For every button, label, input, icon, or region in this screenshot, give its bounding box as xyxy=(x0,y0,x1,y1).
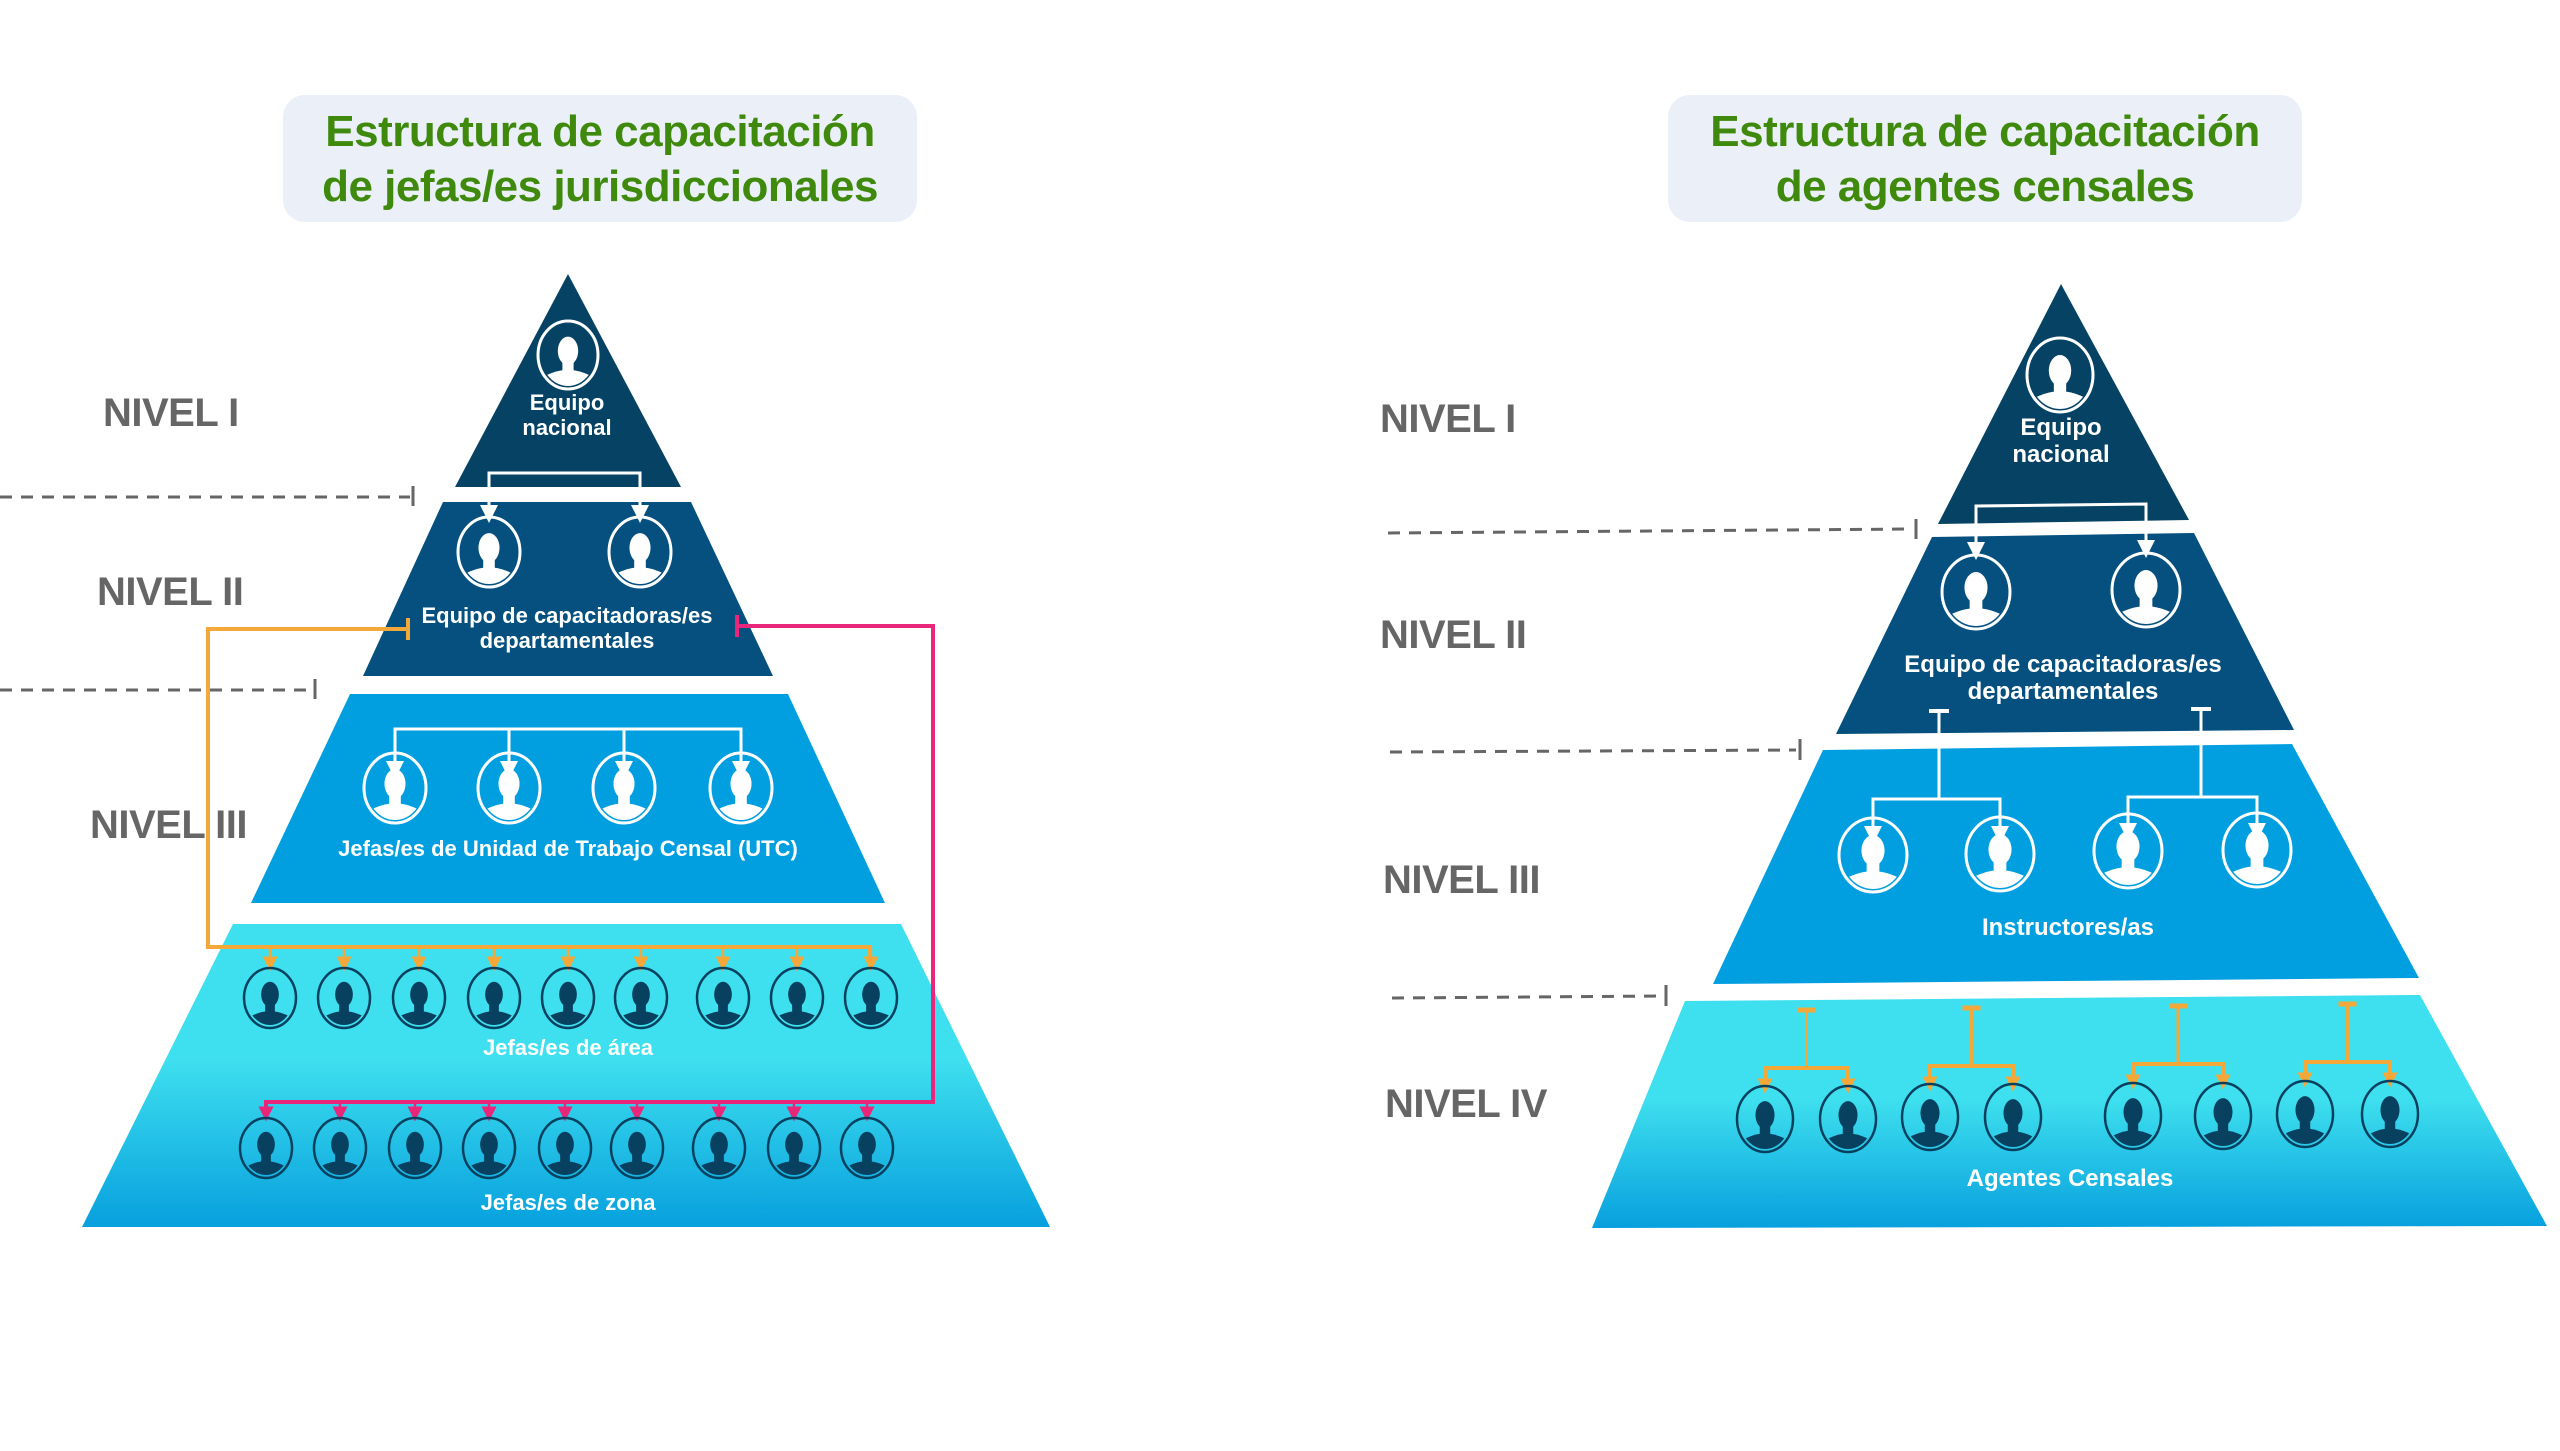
left-zona-person-icon xyxy=(839,1116,895,1180)
left-area-person-icon xyxy=(695,966,751,1030)
right-tier3-label: Instructores/as xyxy=(1982,914,2154,941)
left-title-line2: de jefas/es jurisdiccionales xyxy=(322,161,878,211)
left-area-person-icon xyxy=(316,966,372,1030)
left-level-1: NIVEL I xyxy=(103,391,239,435)
left-title-line1: Estructura de capacitación xyxy=(325,106,875,156)
right-pyramid xyxy=(1592,284,2547,1228)
right-agent-person-icon xyxy=(1818,1084,1878,1154)
left-zona-person-icon xyxy=(238,1116,294,1180)
left-tier4 xyxy=(82,924,1050,1227)
left-tier2-label-line1: Equipo de capacitadoras/es xyxy=(422,603,713,628)
left-tier2-label-line2: departamentales xyxy=(480,628,655,653)
left-tier2-person-icon xyxy=(607,515,673,589)
left-tier3-person-icon xyxy=(591,751,657,825)
left-tier2-person-icon xyxy=(456,515,522,589)
left-tier3-person-icon xyxy=(708,751,774,825)
left-tier1-person-icon xyxy=(536,319,600,391)
left-tier3-label: Jefas/es de Unidad de Trabajo Censal (UT… xyxy=(338,836,798,861)
right-persons xyxy=(1735,336,2420,1154)
right-level-2: NIVEL II xyxy=(1380,613,1526,657)
left-tier1-label-line1: Equipo xyxy=(530,390,605,415)
right-tier2-label-line2: departamentales xyxy=(1968,678,2159,705)
right-level-3: NIVEL III xyxy=(1383,858,1540,902)
left-zona-person-icon xyxy=(609,1116,665,1180)
right-tier3-person-icon xyxy=(2221,811,2293,889)
right-agent-person-icon xyxy=(2275,1079,2335,1149)
left-title-box: Estructura de capacitación de jefas/es j… xyxy=(283,95,917,222)
right-tier4 xyxy=(1592,995,2547,1228)
left-zona-person-icon xyxy=(691,1116,747,1180)
left-tier3 xyxy=(251,694,885,903)
left-area-person-icon xyxy=(540,966,596,1030)
left-area-person-icon xyxy=(242,966,298,1030)
right-tier1-person-icon xyxy=(2025,336,2095,414)
right-tier2-person-icon xyxy=(2110,551,2182,629)
right-tier3 xyxy=(1713,744,2419,984)
left-level-3: NIVEL III xyxy=(90,803,247,847)
right-tier1-label-line2: nacional xyxy=(2012,441,2109,468)
right-level-separators xyxy=(1387,519,1918,1006)
left-area-person-icon xyxy=(391,966,447,1030)
right-agent-person-icon xyxy=(1983,1082,2043,1152)
left-orange-connector xyxy=(206,618,879,972)
right-title-box: Estructura de capacitación de agentes ce… xyxy=(1668,95,2302,222)
right-tier3-person-icon xyxy=(1964,815,2036,893)
right-agent-person-icon xyxy=(2103,1081,2163,1151)
left-pink-connector xyxy=(258,615,935,1122)
right-agent-person-icon xyxy=(2193,1081,2253,1151)
right-level-4: NIVEL IV xyxy=(1385,1082,1548,1126)
left-level-separators xyxy=(0,486,415,699)
right-tier2-label-line1: Equipo de capacitadoras/es xyxy=(1904,651,2221,678)
left-persons xyxy=(238,319,899,1180)
right-tier2-person-icon xyxy=(1940,553,2012,631)
right-tier1-label-line1: Equipo xyxy=(2020,414,2101,441)
left-area-person-icon xyxy=(613,966,669,1030)
right-agent-person-icon xyxy=(1900,1082,1960,1152)
right-orange-connectors xyxy=(1757,1001,2398,1094)
left-zona-person-icon xyxy=(387,1116,443,1180)
right-title-line2: de agentes censales xyxy=(1775,161,2195,211)
right-tier4-label: Agentes Censales xyxy=(1967,1165,2174,1192)
left-area-person-icon xyxy=(466,966,522,1030)
left-white-connectors xyxy=(386,471,750,779)
left-area-person-icon xyxy=(769,966,825,1030)
left-level-2: NIVEL II xyxy=(97,570,243,614)
left-zona-person-icon xyxy=(312,1116,368,1180)
left-zona-person-icon xyxy=(461,1116,517,1180)
right-agent-person-icon xyxy=(2360,1079,2420,1149)
left-tier3-person-icon xyxy=(476,751,542,825)
right-level-1: NIVEL I xyxy=(1380,397,1516,441)
right-title-line1: Estructura de capacitación xyxy=(1710,106,2260,156)
left-tier4-area-label: Jefas/es de área xyxy=(483,1035,654,1060)
left-tier3-person-icon xyxy=(362,751,428,825)
left-zona-person-icon xyxy=(537,1116,593,1180)
left-tier1-label-line2: nacional xyxy=(522,415,611,440)
right-tier3-person-icon xyxy=(2092,812,2164,890)
left-tier4-zona-label: Jefas/es de zona xyxy=(481,1190,657,1215)
right-agent-person-icon xyxy=(1735,1084,1795,1154)
left-zona-person-icon xyxy=(766,1116,822,1180)
left-area-person-icon xyxy=(843,966,899,1030)
right-tier3-person-icon xyxy=(1837,816,1909,894)
